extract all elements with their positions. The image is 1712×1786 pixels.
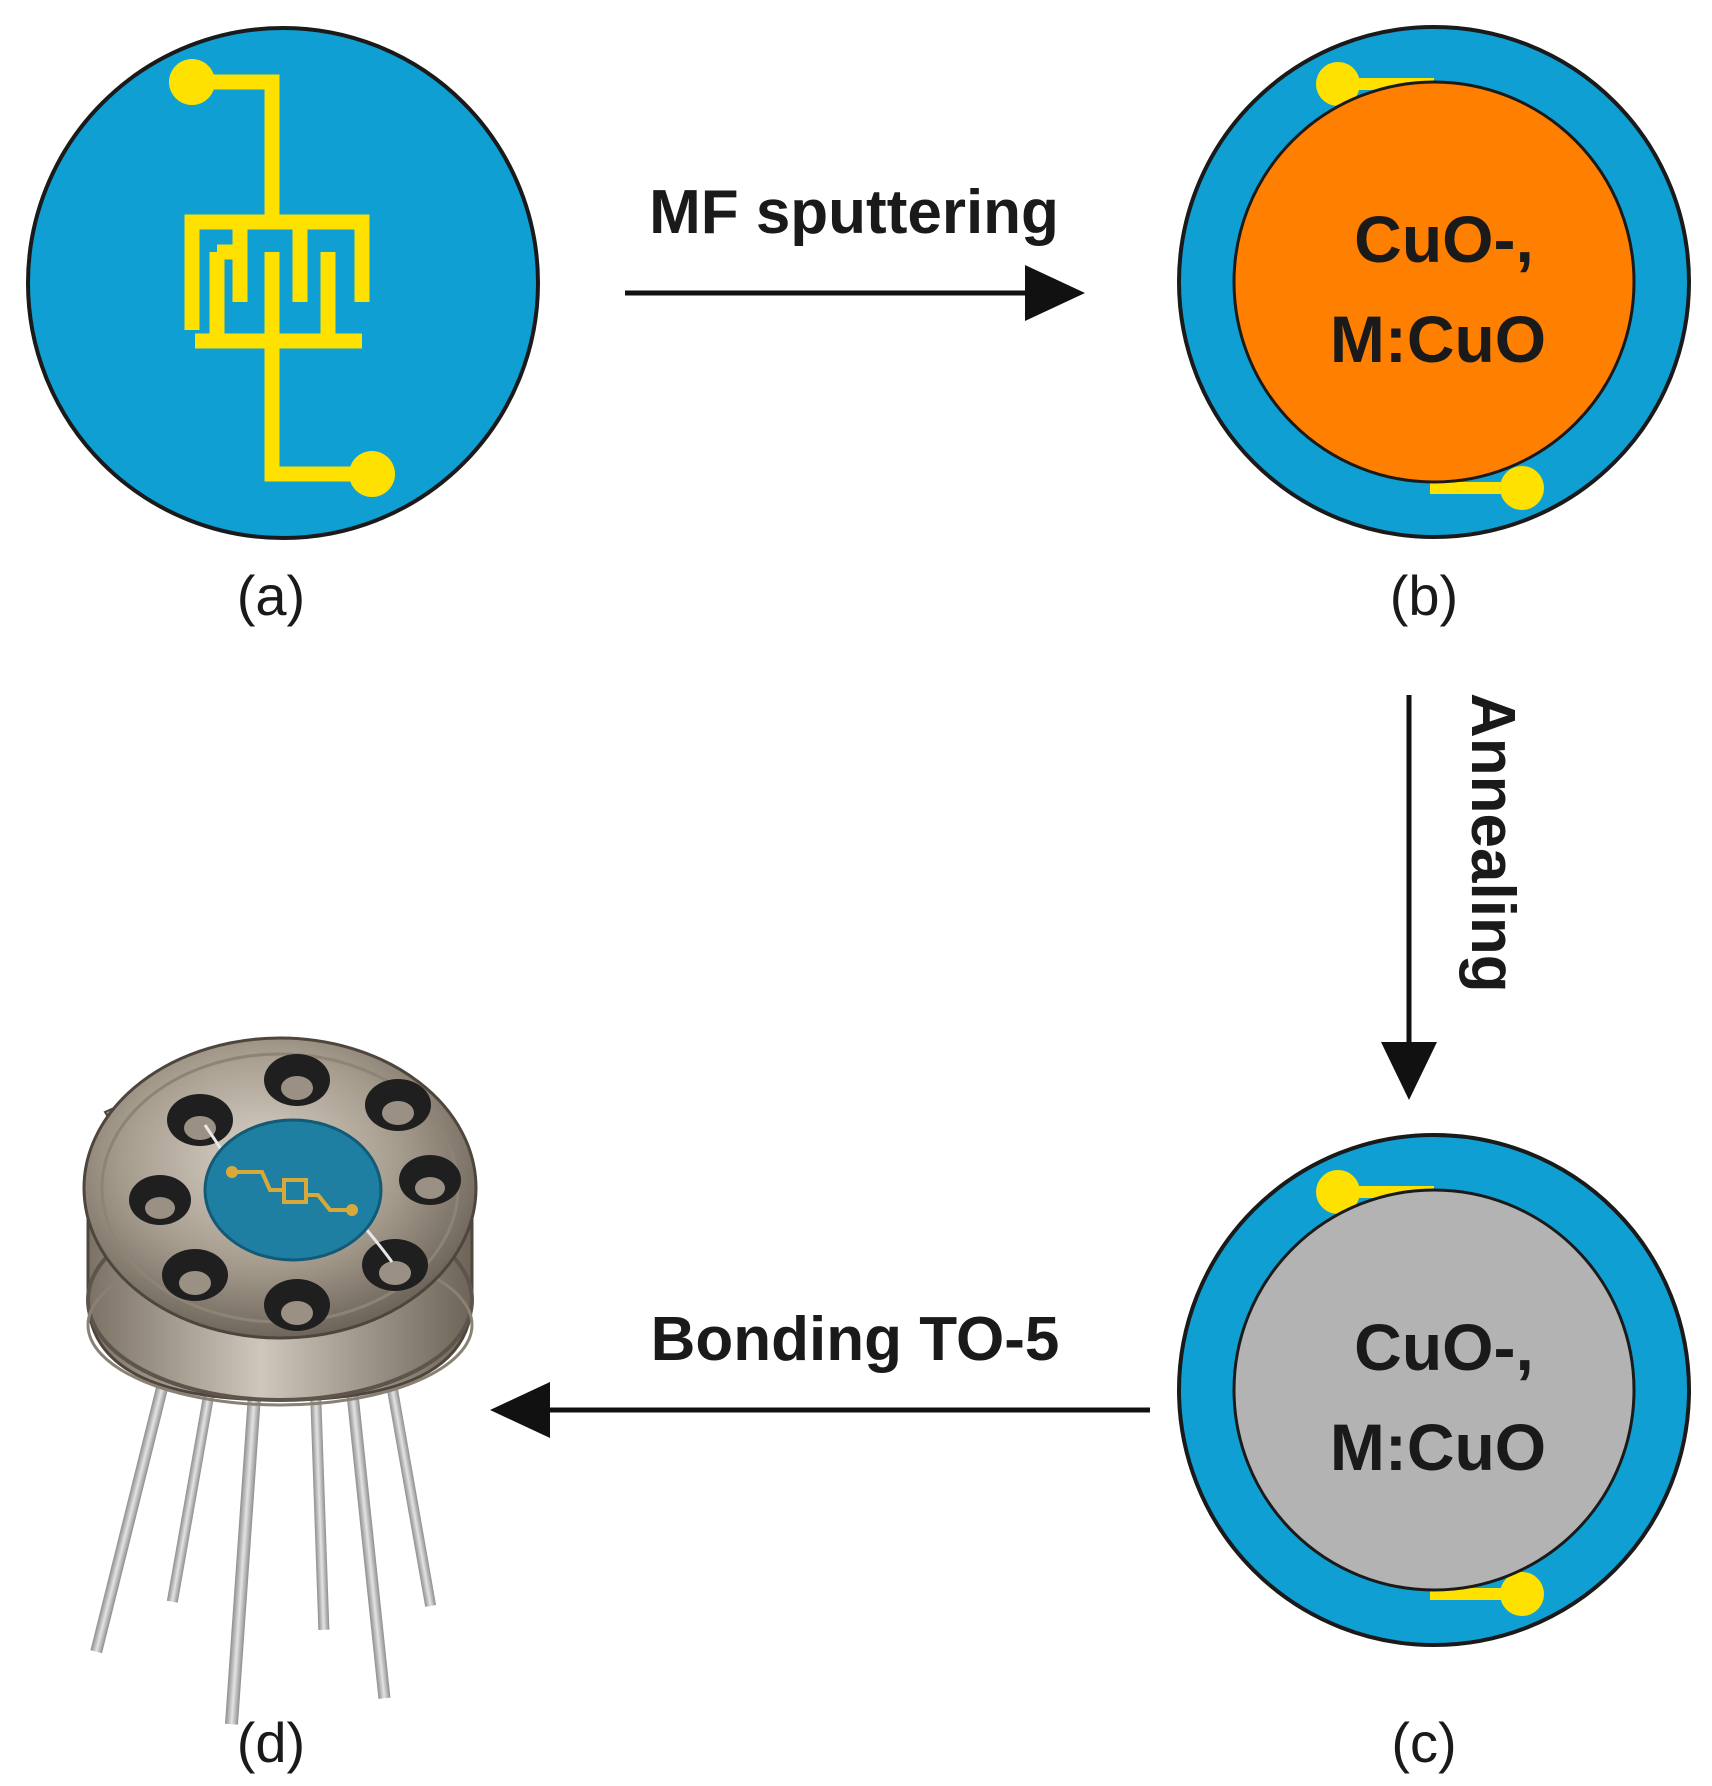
arrow-bonding	[490, 1382, 1150, 1438]
panel-a-substrate	[26, 26, 540, 540]
step-sputtering-label: MF sputtering	[649, 178, 1059, 247]
chip-electrode	[232, 1170, 352, 1212]
sensor-chip	[203, 1118, 383, 1262]
contact-pad-top	[1316, 1170, 1360, 1214]
contact-pad-bottom	[1500, 466, 1544, 510]
arrow-sputtering	[625, 265, 1085, 321]
film-label-c-line2: M:CuO	[1330, 1410, 1546, 1484]
panel-b-label: (b)	[1390, 564, 1458, 627]
annealed-film	[1232, 1188, 1636, 1592]
panel-c-label: (c)	[1391, 1711, 1456, 1774]
contact-pad-top	[1316, 62, 1360, 106]
substrate-disk	[26, 26, 540, 540]
contact-pad-bottom	[349, 451, 395, 497]
contact-pad-bottom	[1500, 1572, 1544, 1616]
film-label-c-line1: CuO-,	[1354, 1310, 1534, 1384]
arrow-annealing	[1381, 695, 1437, 1100]
film-label-b-line1: CuO-,	[1354, 202, 1534, 276]
contact-pad-top	[169, 59, 215, 105]
film-label-b-line2: M:CuO	[1330, 302, 1546, 376]
package-pins	[90, 1348, 437, 1725]
interdigitated-electrode	[184, 74, 370, 482]
panel-a-label: (a)	[237, 564, 305, 627]
to5-package-photo	[82, 1036, 478, 1725]
step-bonding-label: Bonding TO-5	[651, 1305, 1060, 1374]
panel-b-coated-substrate	[1177, 25, 1691, 539]
panel-c-annealed-substrate	[1177, 1133, 1691, 1647]
sputtered-film	[1232, 80, 1636, 484]
panel-d-label: (d)	[237, 1711, 305, 1774]
step-annealing-label: Annealing	[1458, 693, 1527, 993]
